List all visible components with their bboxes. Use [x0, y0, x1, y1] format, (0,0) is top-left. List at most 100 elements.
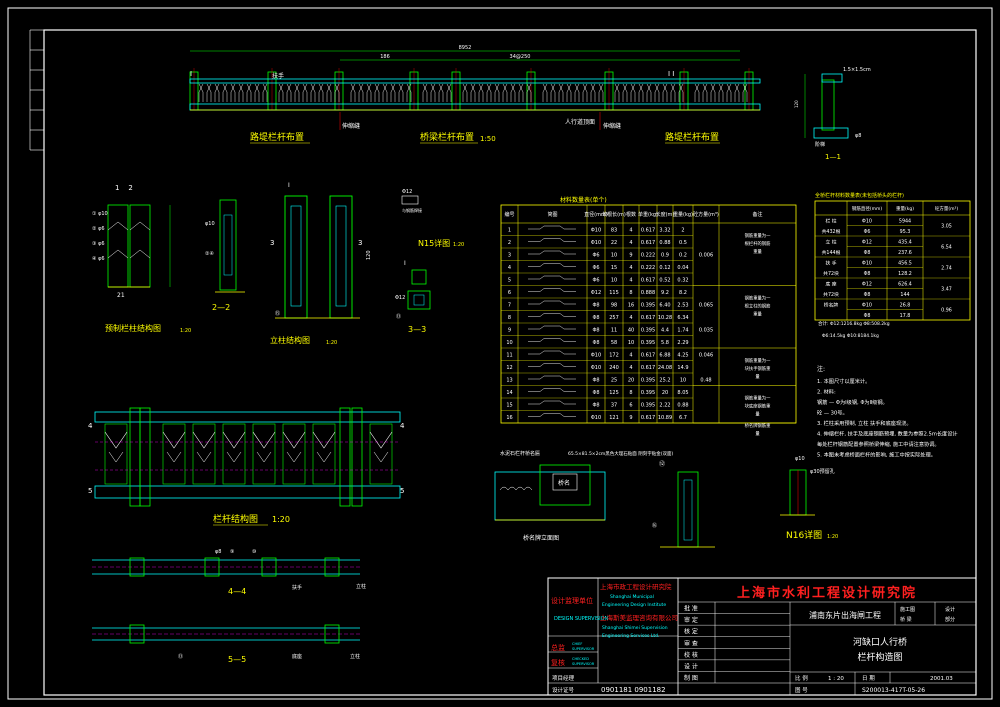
steel-cell: 626.4 — [898, 282, 912, 288]
svg-text:I: I — [404, 260, 406, 267]
material-cell: 0.617 — [641, 228, 655, 234]
steel-cell: 95.3 — [900, 229, 911, 235]
svg-text:Φ12: Φ12 — [402, 189, 412, 195]
nameplate-drawing: 水泥石栏杆桥名匾 65.5×81.5×2cm黑色大理石贴面 阴刻字贴金(双面) … — [494, 450, 673, 542]
review-label: 复核 — [551, 658, 565, 667]
steel-cell: 0.96 — [941, 308, 952, 314]
material-cell: 0.617 — [641, 315, 655, 321]
material-cell: 0.88 — [677, 403, 688, 409]
nameplate-right-title: 桥名牌立面图 — [523, 534, 559, 542]
material-cell: 58 — [611, 340, 617, 346]
steel-cell: 237.6 — [898, 250, 912, 256]
material-header: 重量(kg) — [673, 211, 693, 218]
steel-cell: Φ10 — [862, 219, 872, 225]
material-cell: Φ8 — [592, 390, 599, 396]
railing-baluster — [369, 423, 393, 485]
material-cell: Φ8 — [592, 340, 599, 346]
material-header: 编号 — [504, 211, 514, 218]
svg-text:⑮: ⑮ — [275, 310, 280, 317]
material-cell: 2.22 — [659, 403, 670, 409]
note-line: 1. 本图尺寸以厘米计。 — [817, 377, 870, 385]
material-remark: 重量 — [753, 311, 762, 318]
steel-cell: 共72块 — [823, 291, 839, 298]
material-table-grid: 编号简图直径(mm)单根长(m)根数单重(kg)长度(m)重量(kg)砼方量(m… — [500, 204, 797, 437]
material-concrete: 0.035 — [699, 328, 713, 334]
manager-label: 项目经理 — [552, 674, 575, 682]
company1-cn: 上海市政工程设计研究院 — [600, 582, 672, 591]
company1-en2: Engineering Design Institute — [602, 602, 666, 608]
material-cell: 0.12 — [659, 265, 670, 271]
material-cell: 0.617 — [641, 240, 655, 246]
svg-text:I I: I I — [668, 70, 674, 78]
cert-label: 设计证号 — [552, 686, 575, 694]
material-cell: 8 — [508, 315, 511, 321]
material-cell: 1.74 — [677, 328, 688, 334]
svg-text:120: 120 — [794, 100, 799, 108]
steel-cell: 共144根 — [822, 249, 841, 256]
material-cell: 0.395 — [641, 340, 655, 346]
stage-value: 设计 — [945, 606, 955, 613]
drawing-no: S200013-417T-05-26 — [862, 687, 925, 694]
material-cell: 4.25 — [677, 353, 688, 359]
material-cell: 1 — [508, 228, 511, 234]
scale-label: 比 例 — [795, 674, 808, 682]
material-cell: 2.53 — [677, 303, 688, 309]
material-cell: 6.34 — [677, 315, 688, 321]
section-4-4: φ8 ⑨ ⑩ 立柱 扶手 4—4 — [92, 549, 366, 596]
material-table-title: 材料数量表(单个) — [560, 196, 607, 204]
review-en: CHECKED — [572, 657, 589, 661]
material-cell: 0.88 — [659, 240, 670, 246]
material-cell: 2.29 — [677, 340, 688, 346]
title-precast-post: 预制栏柱结构图 — [105, 323, 161, 333]
material-cell: 125 — [609, 390, 619, 396]
material-table: 材料数量表(单个) 编号简图直径(mm)单根长(m)根数单重(kg)长度(m)重… — [500, 196, 797, 437]
material-remark: 根立柱的钢筋 — [745, 303, 771, 310]
title-railing-structure-scale: 1:20 — [272, 515, 290, 524]
note-line: 每处栏杆钢筋配置参照桥梁伸缩, 施工中请注意协调。 — [817, 440, 940, 448]
material-cell: Φ6 — [592, 278, 599, 284]
scale-value: 1 : 20 — [828, 676, 844, 682]
steel-cell: Φ12 — [862, 240, 872, 246]
role-label: 设 计 — [684, 662, 698, 670]
post-structure: I 3 3 ⑮ 120 立柱结构图 1:20 — [270, 182, 372, 346]
material-cell: Φ6 — [592, 265, 599, 271]
drawing-title-1: 河缺口人行桥 — [853, 636, 907, 648]
dim-span-mid: 34@250 — [510, 54, 531, 60]
label-expansion-joint-left: 伸缩缝 — [342, 122, 360, 130]
material-header: 长度(m) — [656, 211, 675, 218]
role-label: 核 定 — [684, 628, 698, 636]
material-cell: Φ10 — [591, 228, 601, 234]
material-cell: 6.88 — [659, 353, 670, 359]
railing-baluster — [192, 423, 216, 485]
title-n15: N15详图 — [418, 238, 450, 248]
supervision-en: DESIGN SUPERVISION — [554, 616, 609, 622]
material-cell: 25.2 — [659, 378, 670, 384]
title-section-1-1: 1—1 — [825, 153, 841, 161]
svg-text:I: I — [288, 182, 290, 189]
note-line: 5. 本图未考虑桥面栏杆的影响, 施工中按实际处理。 — [817, 451, 936, 459]
material-cell: 115 — [609, 290, 619, 296]
dept-value: 部分 — [945, 616, 955, 623]
material-cell: 4 — [508, 265, 511, 271]
material-concrete: 0.046 — [699, 353, 713, 359]
material-cell: 0.395 — [641, 390, 655, 396]
pier-detail: ⑫ ⑯ — [652, 460, 715, 548]
svg-text:4: 4 — [88, 422, 93, 430]
material-remark: 桥名牌钢筋重 — [745, 422, 771, 429]
material-cell: 11 — [506, 353, 512, 359]
material-remark: 块底座钢筋重 — [745, 403, 771, 410]
svg-text:① φ10: ① φ10 — [92, 211, 108, 217]
material-cell: 8.2 — [679, 290, 687, 296]
steel-cell: 17.8 — [900, 313, 911, 319]
chief-en2: SUPERVISOR — [572, 647, 595, 651]
role-label: 审 查 — [684, 639, 698, 647]
svg-text:1 2: 1 2 — [115, 184, 133, 192]
material-cell: 25 — [611, 378, 617, 384]
steel-cell: Φ8 — [864, 313, 871, 319]
outer-frame — [7, 7, 993, 700]
nameplate-left-title: 水泥石栏杆桥名匾 — [500, 450, 540, 457]
material-cell: 0.52 — [659, 278, 670, 284]
material-cell: 6.40 — [659, 303, 670, 309]
material-cell: Φ10 — [591, 415, 601, 421]
